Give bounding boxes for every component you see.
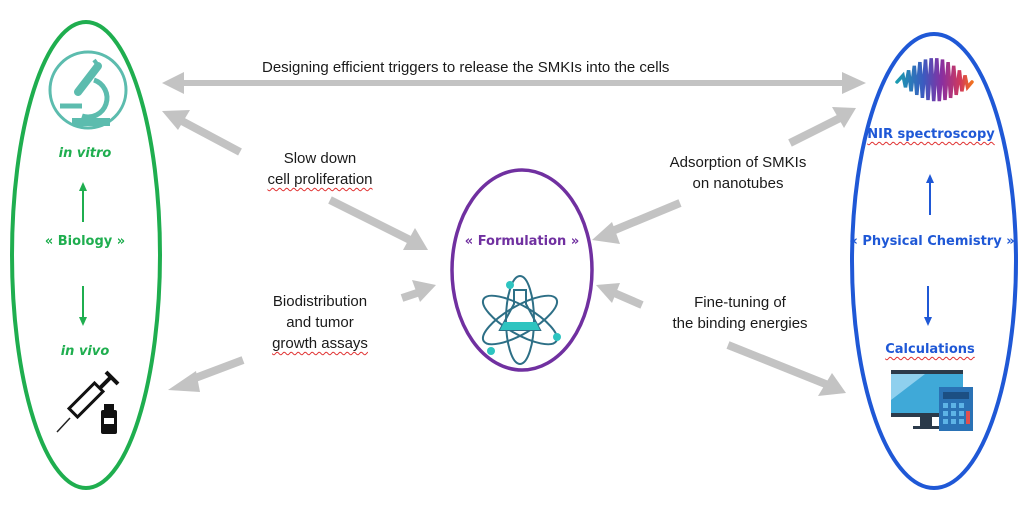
formulation-ellipse [450, 168, 594, 372]
physchem-title: « Physical Chemistry » [849, 234, 1015, 249]
biology-title: « Biology » [44, 234, 126, 249]
adsorption-label: Adsorption of SMKIs on nanotubes [648, 152, 828, 194]
fine-tuning-line-1: Fine-tuning of [694, 294, 786, 311]
biodistribution-line-1: Biodistribution [272, 293, 368, 310]
fine-tuning-line-2: the binding energies [672, 315, 808, 332]
biology-top-label: in vitro [58, 146, 112, 161]
biodistribution-line-2: and tumor [286, 314, 354, 331]
physchem-top-label: NIR spectroscopy [867, 127, 995, 142]
arrow-slow-down-to-formulation [328, 196, 412, 244]
microscope-icon [48, 50, 128, 130]
biodistribution-label: Biodistribution and tumor growth assays [250, 291, 390, 354]
syringe-vial-icon [56, 370, 120, 434]
arrow-slow-down-to-biology [178, 116, 242, 156]
top-link-label: Designing efficient triggers to release … [262, 57, 669, 78]
slow-down-line-2: cell proliferation [267, 171, 373, 188]
adsorption-line-1: Adsorption of SMKIs [669, 154, 807, 171]
arrow-finetuning-to-formulation [610, 288, 644, 309]
arrow-adsorption-to-formulation [608, 199, 682, 236]
top-double-arrow [162, 72, 866, 94]
arrow-adsorption-to-physchem [788, 114, 842, 147]
physical-chemistry-ellipse [850, 32, 1018, 490]
top-link-text: Designing efficient triggers to release … [262, 59, 670, 76]
biodistribution-line-3: growth assays [272, 335, 368, 352]
spectrum-wave-icon [895, 58, 974, 102]
adsorption-line-2: on nanotubes [692, 175, 784, 192]
atom-flask-icon [481, 275, 561, 365]
formulation-title: « Formulation » [464, 234, 580, 249]
slow-down-line-1: Slow down [283, 150, 357, 167]
slow-down-label: Slow down cell proliferation [250, 148, 390, 190]
biology-ellipse [10, 20, 162, 490]
arrow-finetuning-to-physchem [726, 341, 830, 389]
computer-calculator-icon [891, 370, 973, 431]
physchem-bottom-label: Calculations [885, 342, 975, 357]
arrow-biodistribution-to-biology [188, 356, 245, 384]
fine-tuning-label: Fine-tuning of the binding energies [650, 292, 830, 334]
biology-bottom-label: in vivo [60, 344, 110, 359]
